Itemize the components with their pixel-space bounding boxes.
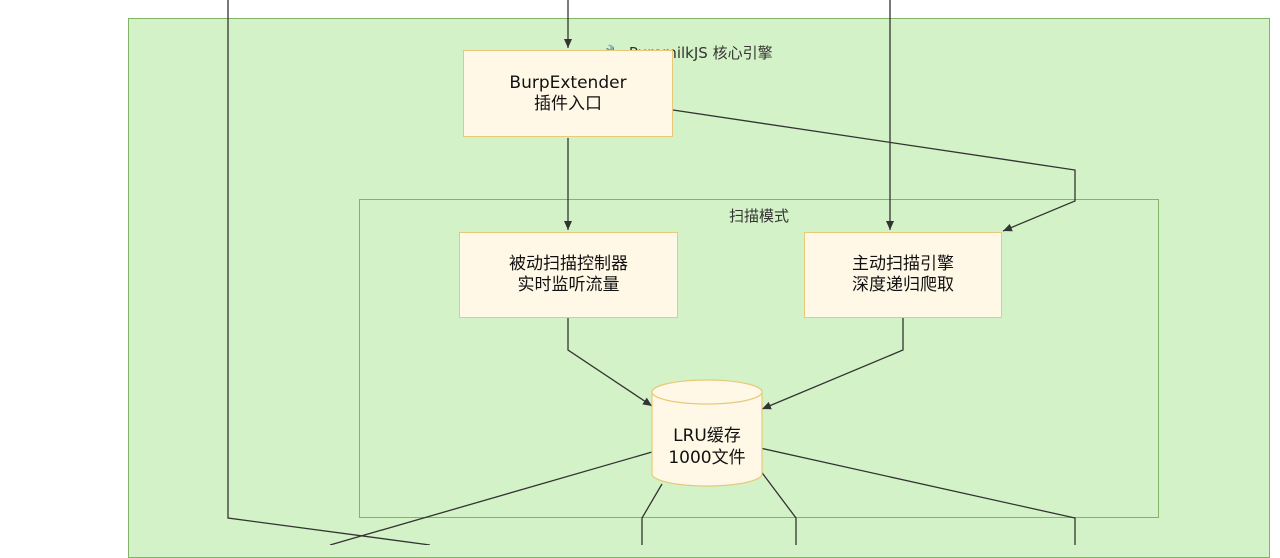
active-scan-desc: 深度递归爬取 (852, 275, 954, 295)
burp-extender-desc: 插件入口 (534, 93, 602, 114)
lru-cache-name: LRU缓存 (673, 426, 741, 446)
active-scan-node: 主动扫描引擎 深度递归爬取 (804, 232, 1002, 318)
edge-passive-cache (567, 318, 653, 407)
burp-extender-name: BurpExtender (509, 72, 627, 93)
passive-scan-name: 被动扫描控制器 (509, 254, 628, 274)
edge-cache-down-right (759, 469, 797, 545)
edge-active-cache (761, 318, 904, 410)
diagram-edges (227, 0, 1076, 545)
edge-cache-left (329, 451, 653, 545)
lru-cache-node: LRU缓存 1000文件 (655, 425, 759, 469)
scan-modes-title: 扫描模式 (728, 207, 789, 225)
passive-scan-node: 被动扫描控制器 实时监听流量 (459, 232, 678, 318)
edge-burp-active (672, 109, 1076, 232)
active-scan-name: 主动扫描引擎 (852, 254, 954, 274)
edge-left-long (227, 0, 431, 545)
edge-cache-down-left (641, 483, 663, 545)
lru-cache-desc: 1000文件 (668, 448, 746, 468)
edge-cache-right (759, 447, 1076, 545)
lru-cache-cylinder (651, 379, 763, 487)
burp-extender-node: BurpExtender 插件入口 (463, 50, 673, 137)
passive-scan-desc: 实时监听流量 (517, 275, 620, 295)
